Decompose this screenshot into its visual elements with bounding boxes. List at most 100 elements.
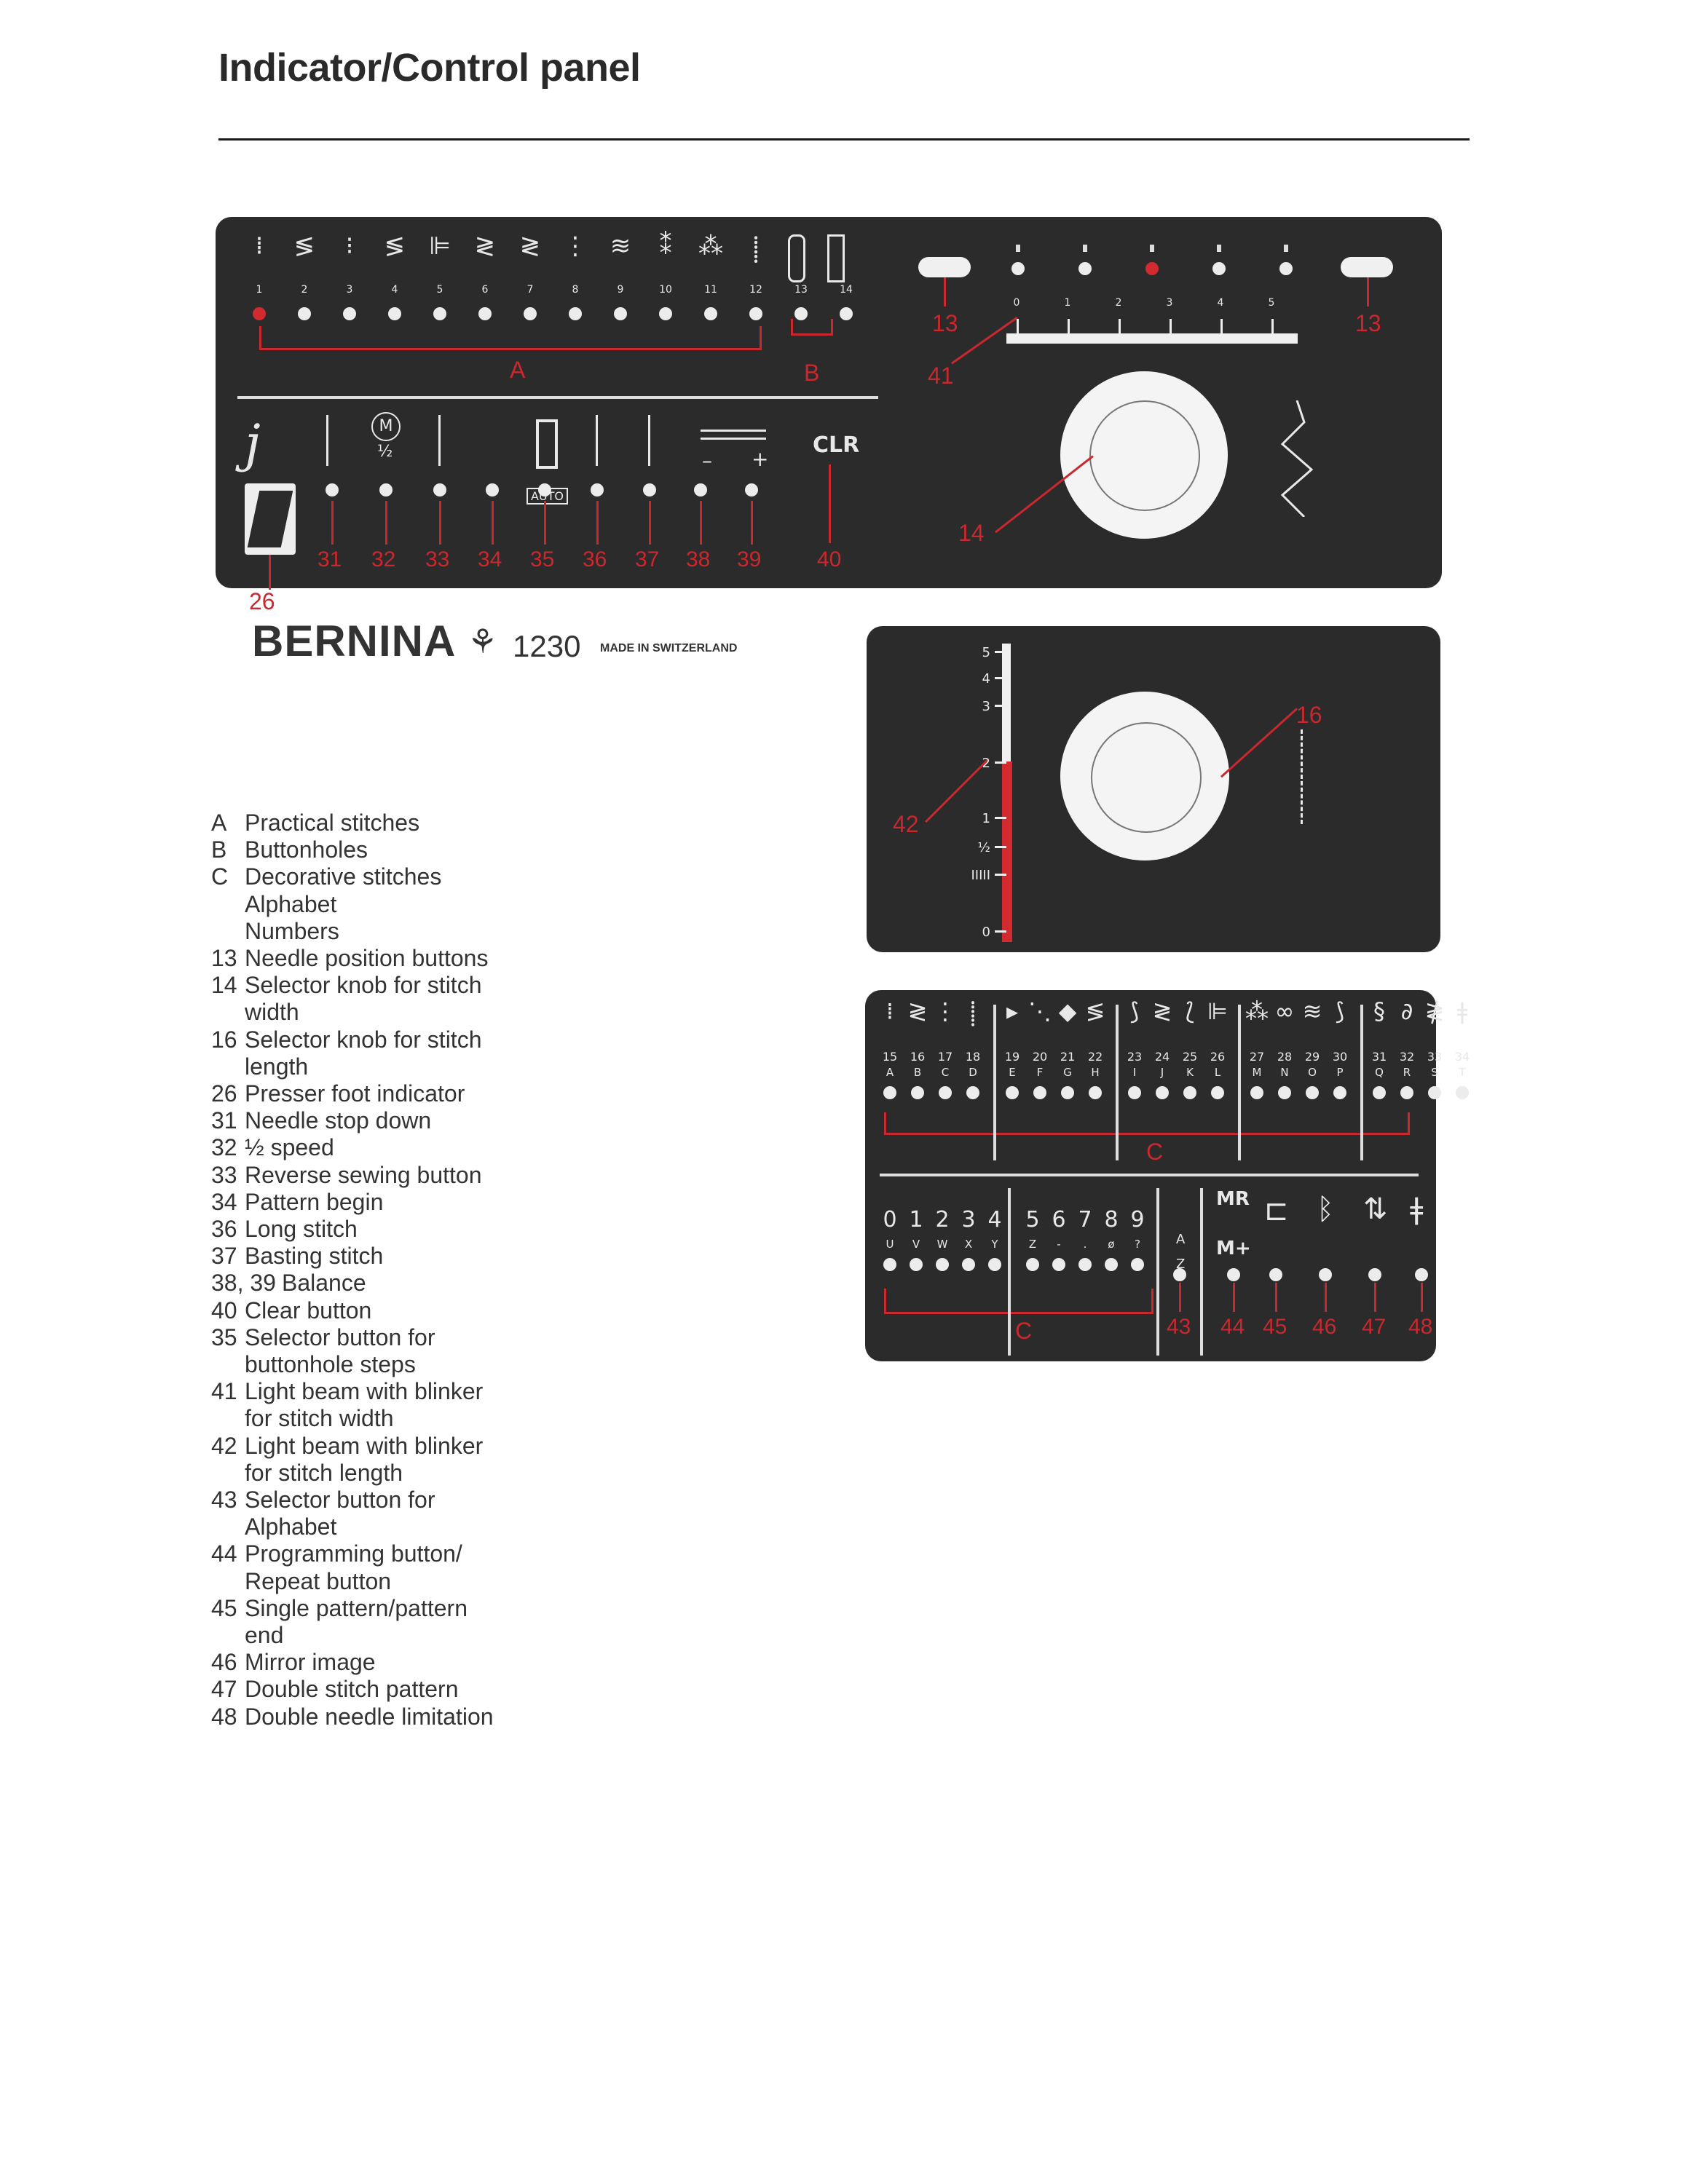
digit-button-2[interactable] bbox=[936, 1258, 949, 1271]
stitch-button-9[interactable] bbox=[614, 307, 627, 320]
deco-function-button-44[interactable] bbox=[1227, 1268, 1240, 1281]
bracket-b bbox=[791, 333, 833, 336]
deco-button-25[interactable] bbox=[1183, 1086, 1196, 1099]
digit-button-0[interactable] bbox=[883, 1258, 896, 1271]
legend-text: for stitch length bbox=[245, 1459, 403, 1486]
bracket-a bbox=[259, 348, 762, 350]
function-button-33[interactable] bbox=[433, 483, 446, 496]
legend-item-16-line-1: for stitch width bbox=[211, 1405, 394, 1432]
deco-stitch-icon-18: ⸽ bbox=[969, 1000, 977, 1027]
deco-stitch-icon-15: ⁞ bbox=[886, 997, 894, 1025]
legend-item-19-line-1: Repeat button bbox=[211, 1568, 391, 1595]
digit-button-7[interactable] bbox=[1078, 1258, 1092, 1271]
straight-stitch-icon bbox=[1301, 729, 1305, 824]
deco-letter-F: F bbox=[1036, 1066, 1044, 1079]
deco-button-24[interactable] bbox=[1156, 1086, 1169, 1099]
deco-button-18[interactable] bbox=[966, 1086, 979, 1099]
stitch-number-6: 6 bbox=[481, 284, 489, 296]
digit-button-4[interactable] bbox=[988, 1258, 1001, 1271]
deco-button-19[interactable] bbox=[1006, 1086, 1019, 1099]
digit-button-9[interactable] bbox=[1131, 1258, 1144, 1271]
function-button-35[interactable] bbox=[538, 483, 551, 496]
legend-text: Needle position buttons bbox=[245, 945, 489, 971]
needle-pos-left-button[interactable] bbox=[918, 257, 971, 277]
function-button-34[interactable] bbox=[486, 483, 499, 496]
legend-key: 44 bbox=[211, 1540, 237, 1567]
deco-button-17[interactable] bbox=[939, 1086, 952, 1099]
stitch-button-13[interactable] bbox=[794, 307, 808, 320]
label-35: 35 bbox=[530, 547, 555, 571]
digit-button-3[interactable] bbox=[962, 1258, 975, 1271]
stitch-number-11: 11 bbox=[704, 284, 717, 296]
deco-button-20[interactable] bbox=[1033, 1086, 1046, 1099]
deco-button-33[interactable] bbox=[1428, 1086, 1441, 1099]
deco-stitch-icon-19: ▸ bbox=[1006, 997, 1019, 1025]
function-button-38[interactable] bbox=[694, 483, 707, 496]
long-stitch-icon bbox=[596, 415, 598, 466]
deco-group-divider-3 bbox=[1238, 1005, 1241, 1160]
deco-button-23[interactable] bbox=[1128, 1086, 1141, 1099]
function-button-31[interactable] bbox=[326, 483, 339, 496]
deco-button-16[interactable] bbox=[911, 1086, 924, 1099]
legend-text: Decorative stitches bbox=[245, 863, 442, 890]
stitch-length-knob[interactable] bbox=[1060, 692, 1229, 860]
stitch-button-6[interactable] bbox=[478, 307, 492, 320]
stitch-button-2[interactable] bbox=[298, 307, 311, 320]
stitch-button-8[interactable] bbox=[569, 307, 582, 320]
deco-number-19: 19 bbox=[1004, 1050, 1020, 1064]
function-button-36[interactable] bbox=[591, 483, 604, 496]
stitch-button-10[interactable] bbox=[659, 307, 672, 320]
deco-button-32[interactable] bbox=[1400, 1086, 1413, 1099]
deco-button-30[interactable] bbox=[1333, 1086, 1346, 1099]
needle-pos-right-button[interactable] bbox=[1341, 257, 1393, 277]
deco-number-24: 24 bbox=[1154, 1050, 1170, 1064]
function-button-39[interactable] bbox=[745, 483, 758, 496]
stitch-button-7[interactable] bbox=[524, 307, 537, 320]
stitch-button-5[interactable] bbox=[433, 307, 446, 320]
deco-stitch-icon-25: ⟅ bbox=[1185, 997, 1195, 1025]
length-scale-5: ½ bbox=[977, 840, 990, 855]
function-button-32[interactable] bbox=[379, 483, 393, 496]
callout-line-43 bbox=[1179, 1283, 1181, 1312]
deco-button-21[interactable] bbox=[1061, 1086, 1074, 1099]
digit-button-1[interactable] bbox=[910, 1258, 923, 1271]
deco-button-26[interactable] bbox=[1211, 1086, 1224, 1099]
deco-number-21: 21 bbox=[1060, 1050, 1076, 1064]
deco-button-27[interactable] bbox=[1250, 1086, 1263, 1099]
function-button-37[interactable] bbox=[643, 483, 656, 496]
stitch-button-1[interactable] bbox=[253, 307, 266, 320]
callout-line-36 bbox=[596, 501, 599, 545]
deco-button-31[interactable] bbox=[1373, 1086, 1386, 1099]
stitch-width-knob[interactable] bbox=[1060, 371, 1228, 539]
deco-button-29[interactable] bbox=[1306, 1086, 1319, 1099]
legend-text: Balance bbox=[281, 1270, 366, 1297]
double-stitch-icon: ⇅ bbox=[1363, 1192, 1388, 1226]
digit-button-5[interactable] bbox=[1026, 1258, 1039, 1271]
stitch-button-11[interactable] bbox=[704, 307, 717, 320]
length-scale-tick-7 bbox=[995, 930, 1006, 933]
stitch-button-12[interactable] bbox=[749, 307, 762, 320]
mirror-image-icon: ᛒ bbox=[1317, 1192, 1334, 1226]
deco-button-28[interactable] bbox=[1278, 1086, 1291, 1099]
deco-button-34[interactable] bbox=[1456, 1086, 1469, 1099]
deco-function-button-46[interactable] bbox=[1319, 1268, 1332, 1281]
deco-button-15[interactable] bbox=[883, 1086, 896, 1099]
stitch-button-3[interactable] bbox=[343, 307, 356, 320]
deco-function-button-47[interactable] bbox=[1368, 1268, 1381, 1281]
stitch-button-4[interactable] bbox=[388, 307, 401, 320]
digit-button-8[interactable] bbox=[1105, 1258, 1118, 1271]
single-pattern-icon: ⊏ bbox=[1264, 1194, 1289, 1227]
legend-text: Double stitch pattern bbox=[245, 1676, 459, 1703]
deco-function-button-43[interactable] bbox=[1173, 1268, 1186, 1281]
deco-function-button-48[interactable] bbox=[1415, 1268, 1428, 1281]
digit-button-6[interactable] bbox=[1052, 1258, 1065, 1271]
deco-function-button-45[interactable] bbox=[1269, 1268, 1282, 1281]
stitch-button-14[interactable] bbox=[840, 307, 853, 320]
legend-text: Practical stitches bbox=[245, 810, 420, 836]
legend-text: Alphabet bbox=[245, 1514, 337, 1540]
deco-button-22[interactable] bbox=[1089, 1086, 1102, 1099]
legend-key: 16 bbox=[211, 1026, 237, 1053]
